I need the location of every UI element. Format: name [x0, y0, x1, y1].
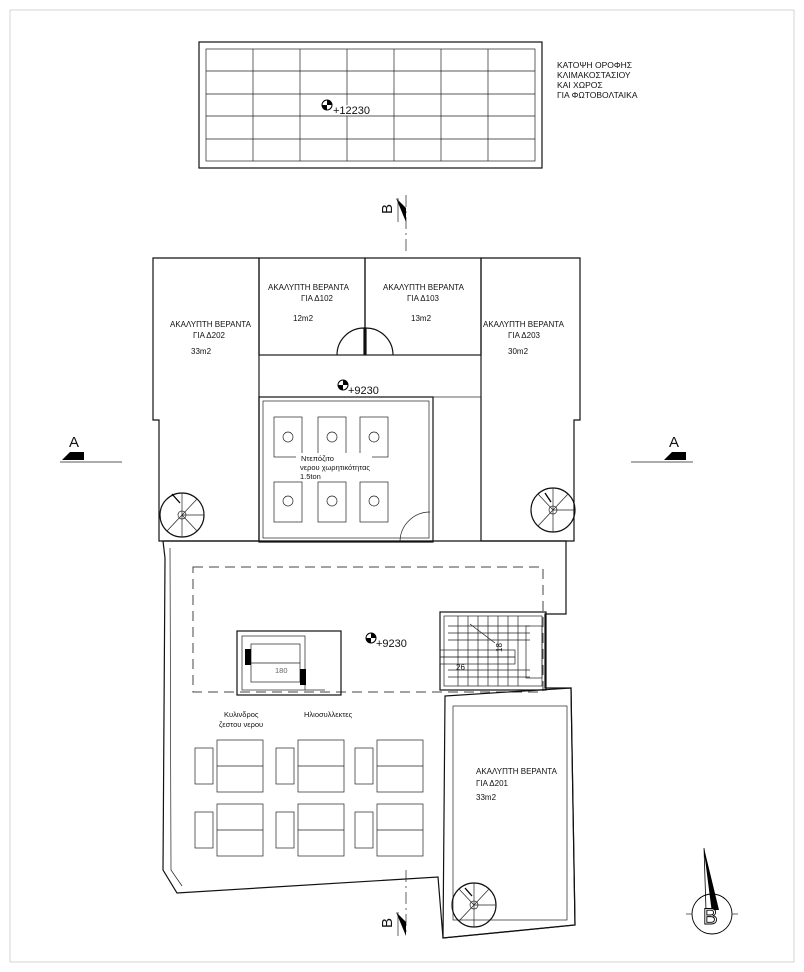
water-tank — [273, 481, 303, 523]
level-roof-text: +12230 — [333, 105, 370, 117]
spiral-stair-right — [530, 487, 576, 533]
north-label: B — [703, 904, 718, 929]
veranda-d202-area: 33m2 — [191, 347, 212, 356]
title-line-1: ΚΑΤΟΨΗ ΟΡΟΦΗΣ — [557, 60, 632, 70]
sheet-border — [9, 9, 795, 963]
section-b-bottom-label: B — [379, 918, 396, 928]
water-tank — [317, 481, 347, 523]
solar-unit — [194, 739, 264, 793]
veranda-d203-unit: ΓΙΑ Δ203 — [508, 331, 541, 340]
title-line-2: ΚΛΙΜΑΚΟΣΤΑΣΙΟΥ — [557, 70, 631, 80]
veranda-d103-area: 13m2 — [411, 314, 432, 323]
stair-core: 26 18 — [439, 611, 547, 691]
equipment-labels: Κυλινδρος ζεστου νερου Ηλιοσυλλεκτες — [219, 710, 353, 729]
upper-terraces — [152, 257, 581, 542]
solar-unit — [275, 739, 345, 793]
tank-label-line-3: 1.5ton — [300, 472, 321, 481]
veranda-d203-area: 30m2 — [508, 347, 529, 356]
veranda-d103-title: ΑΚΑΛΥΠΤΗ ΒΕΡΑΝΤΑ — [383, 283, 465, 292]
title-line-4: ΓΙΑ ΦΩΤΟΒΟΛΤΑΙΚΑ — [557, 90, 638, 100]
section-marker-a-right: A — [631, 434, 693, 463]
tank-label-line-2: νερου χωρητικότητας — [300, 463, 370, 472]
elevator-shaft: 180 — [236, 630, 342, 696]
veranda-d102-area: 12m2 — [293, 314, 314, 323]
water-tank-label: Ντεπόζιτο νερου χωρητικότητας 1.5ton — [296, 453, 372, 481]
solar-collectors — [194, 739, 424, 857]
veranda-d201: ΑΚΑΛΥΠΤΗ ΒΕΡΑΝΤΑ ΓΙΑ Δ201 33m2 — [442, 687, 576, 939]
level-marker-roof: +12230 +12230 — [321, 99, 372, 119]
veranda-d103-unit: ΓΙΑ Δ103 — [407, 294, 440, 303]
section-marker-a-left: A — [60, 434, 122, 463]
cylinder-label-2: ζεστου νερου — [219, 720, 263, 729]
water-tank — [359, 416, 389, 458]
level-lower-label: +9230 — [376, 638, 407, 650]
solar-unit — [275, 803, 345, 857]
veranda-d102-unit: ΓΙΑ Δ102 — [301, 294, 334, 303]
north-arrow-icon: B — [686, 847, 738, 935]
water-tank-room: +9230 Ντεπόζιτο νερου χωρητικότητας 1.5t… — [258, 354, 482, 543]
water-tank — [273, 416, 303, 458]
veranda-labels: ΑΚΑΛΥΠΤΗ ΒΕΡΑΝΤΑ ΓΙΑ Δ102 12m2 ΑΚΑΛΥΠΤΗ … — [170, 283, 565, 356]
level-roof-label: +12230 — [333, 105, 370, 117]
spiral-stair-bottom — [451, 882, 497, 928]
drawing-title: ΚΑΤΟΨΗ ΟΡΟΦΗΣ ΚΛΙΜΑΚΟΣΤΑΣΙΟΥ ΚΑΙ ΧΩΡΟΣ Γ… — [557, 60, 638, 100]
lower-roof — [162, 540, 576, 939]
section-a-right-label: A — [669, 434, 679, 451]
tank-label-line-1: Ντεπόζιτο — [301, 454, 334, 463]
stair-dim-1: 26 — [456, 663, 465, 672]
solar-unit — [194, 803, 264, 857]
water-tanks — [273, 416, 389, 523]
veranda-d102-title: ΑΚΑΛΥΠΤΗ ΒΕΡΑΝΤΑ — [268, 283, 350, 292]
cylinder-label-1: Κυλινδρος — [224, 710, 259, 719]
title-line-3: ΚΑΙ ΧΩΡΟΣ — [557, 80, 603, 90]
collectors-label: Ηλιοσυλλεκτες — [304, 710, 353, 719]
level-upper-label: +9230 — [348, 385, 379, 397]
stair-dim-2: 18 — [495, 643, 504, 652]
water-tank — [317, 416, 347, 458]
solar-unit — [354, 803, 424, 857]
veranda-d202-unit: ΓΙΑ Δ202 — [193, 331, 226, 340]
veranda-d201-title: ΑΚΑΛΥΠΤΗ ΒΕΡΑΝΤΑ — [476, 767, 558, 776]
level-marker-lower: +9230 — [365, 632, 407, 650]
section-b-top-label: B — [379, 204, 396, 214]
veranda-d203-title: ΑΚΑΛΥΠΤΗ ΒΕΡΑΝΤΑ — [483, 320, 565, 329]
solar-unit — [354, 739, 424, 793]
veranda-d202-title: ΑΚΑΛΥΠΤΗ ΒΕΡΑΝΤΑ — [170, 320, 252, 329]
section-a-left-label: A — [69, 434, 79, 451]
stair-roof-plan: +12230 +12230 — [198, 41, 543, 169]
elevator-dimension: 180 — [275, 666, 288, 675]
spiral-stair-left — [159, 492, 205, 538]
veranda-d201-area: 33m2 — [476, 793, 497, 802]
veranda-d201-unit: ΓΙΑ Δ201 — [476, 779, 509, 788]
water-tank — [359, 481, 389, 523]
section-marker-b-top: B — [379, 195, 407, 255]
level-marker-upper: +9230 — [337, 379, 379, 397]
section-marker-b-bottom: B — [379, 870, 407, 936]
